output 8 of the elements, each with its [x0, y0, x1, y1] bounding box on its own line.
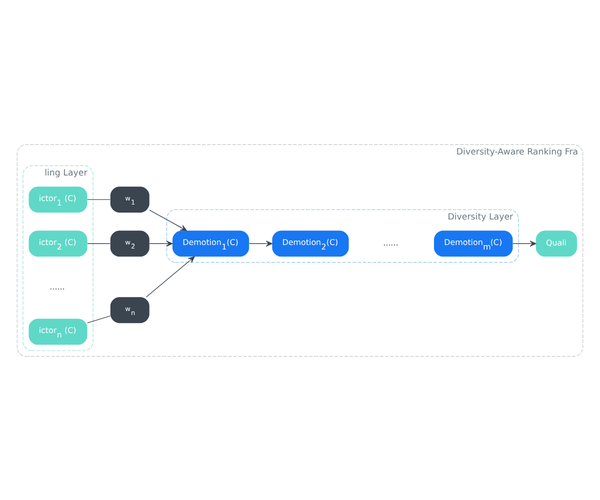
arrow — [146, 256, 195, 297]
arrow — [149, 209, 187, 230]
arrow — [149, 240, 173, 246]
arrow — [248, 240, 272, 246]
arrow — [512, 240, 536, 246]
connector — [87, 198, 111, 200]
connector — [87, 315, 111, 323]
connector — [87, 242, 111, 244]
